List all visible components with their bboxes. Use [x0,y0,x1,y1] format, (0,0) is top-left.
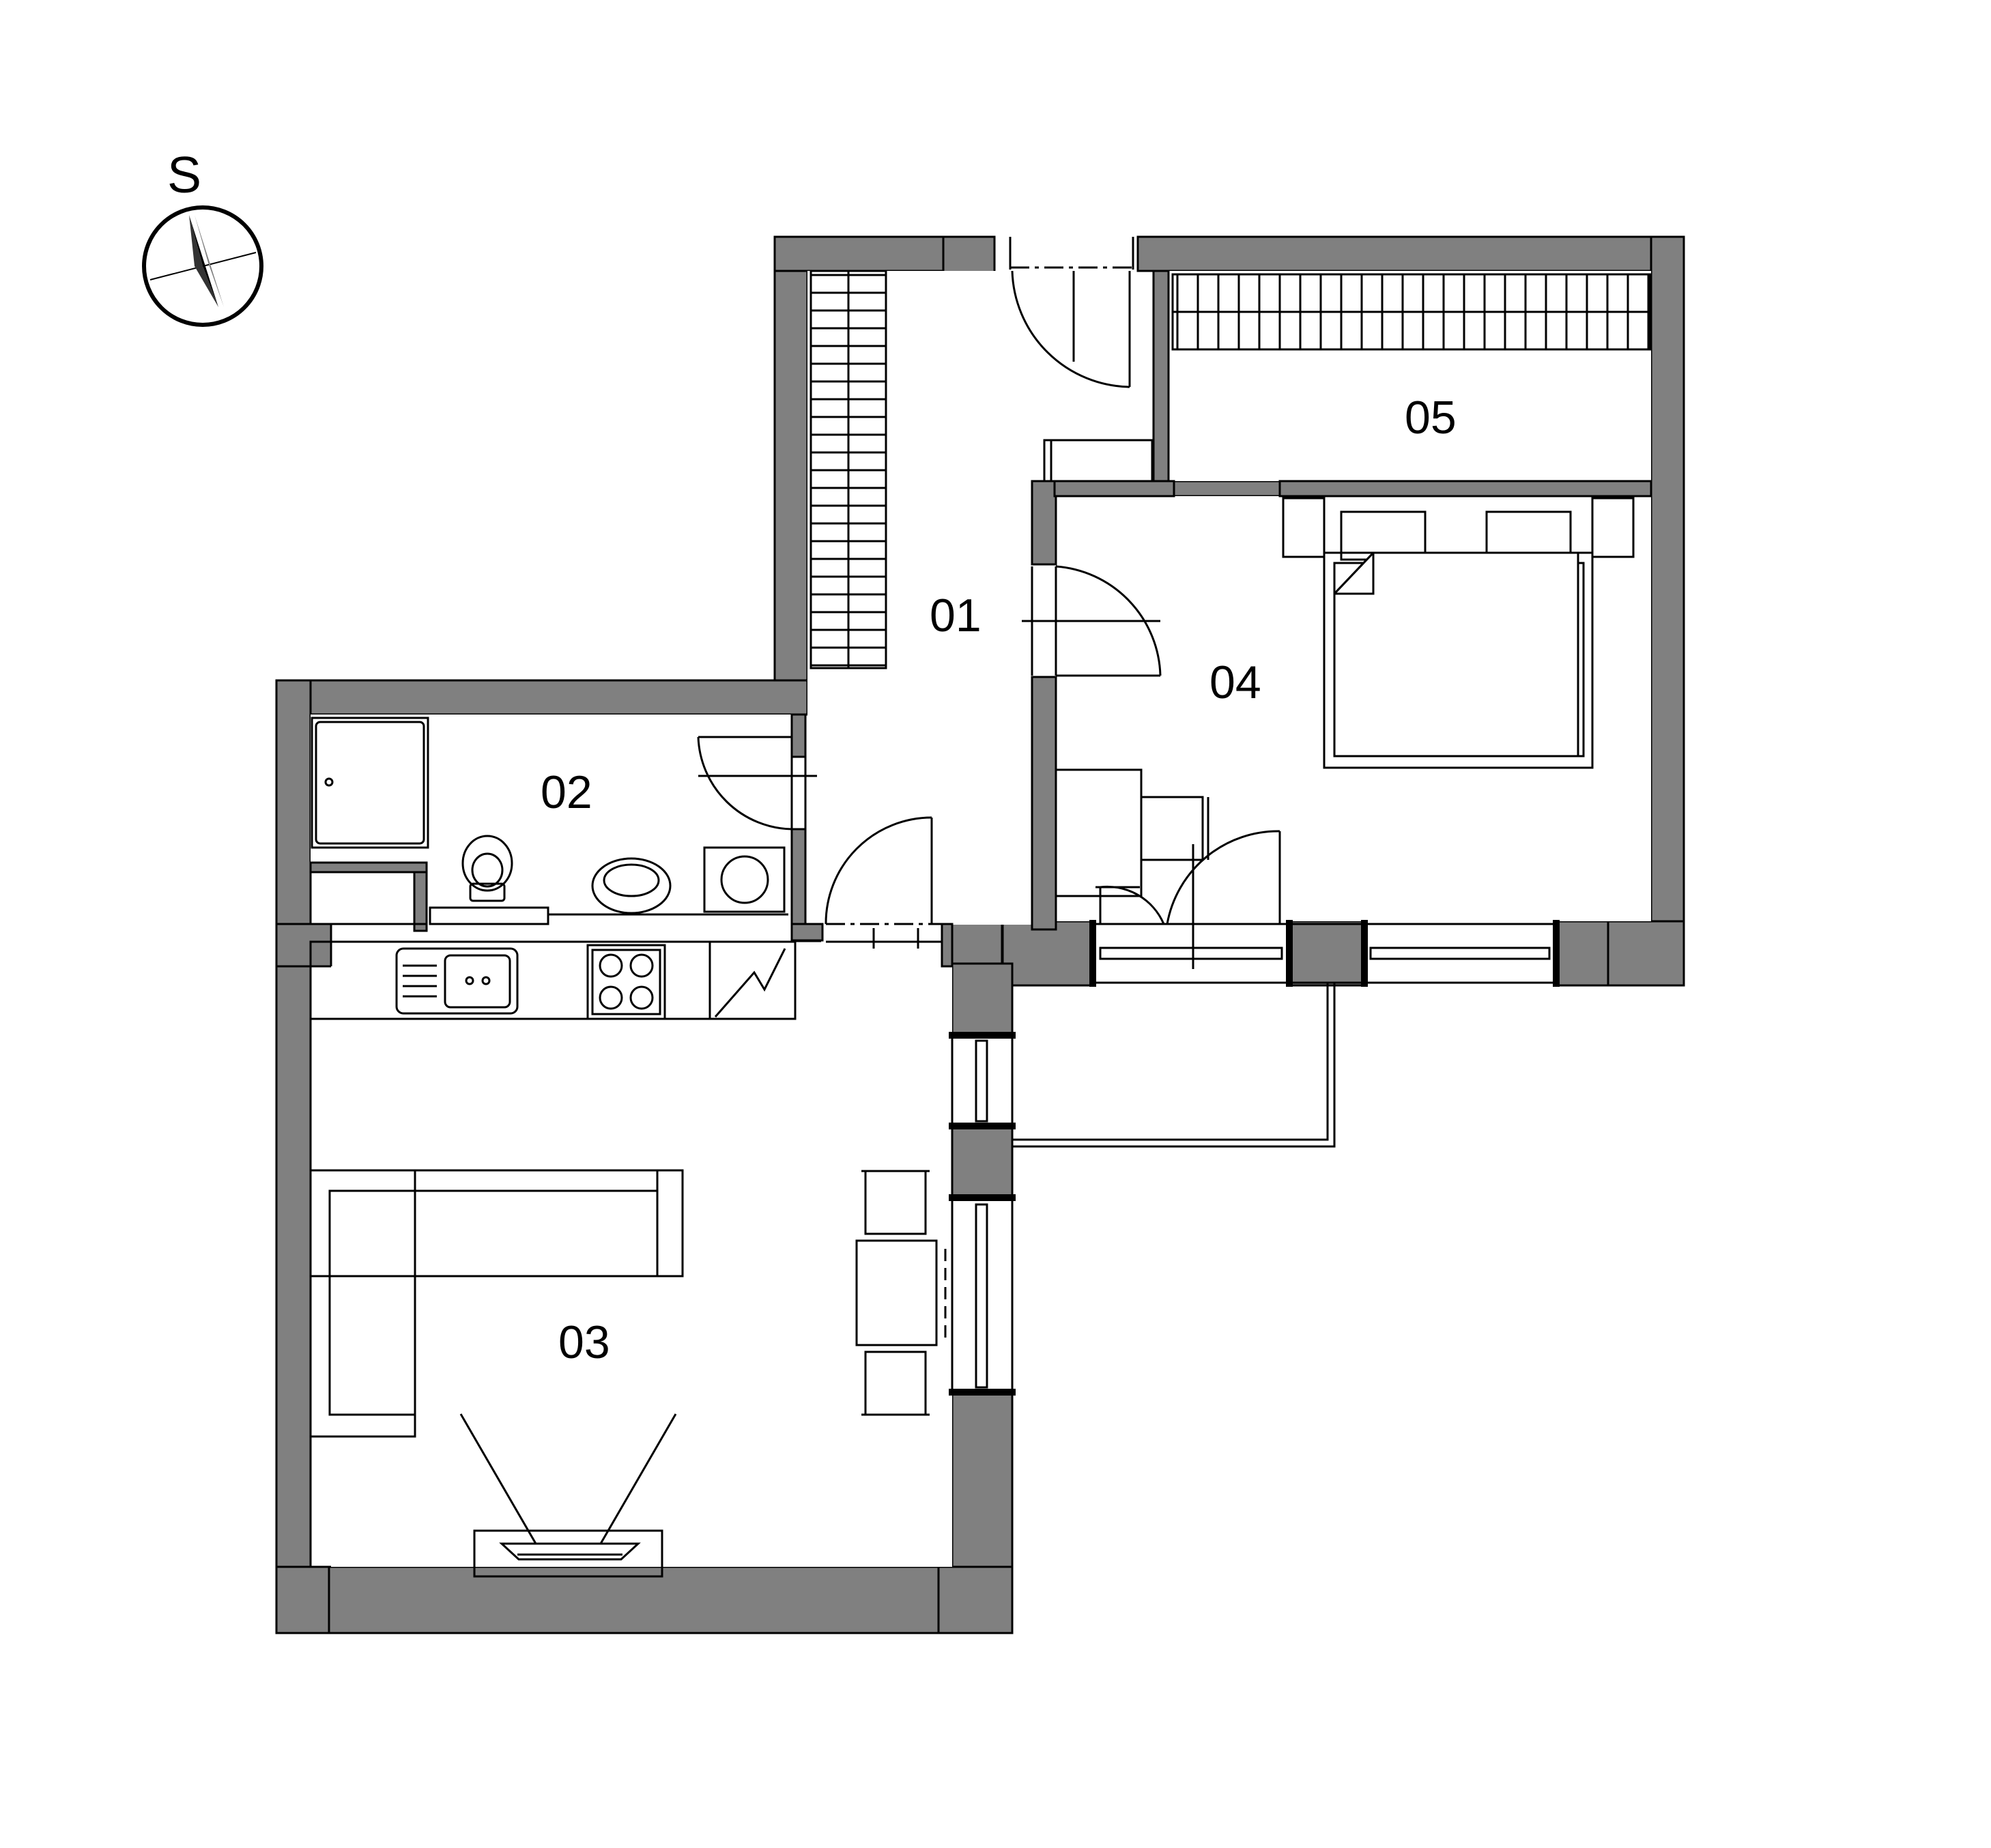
balcony-outline [1012,983,1336,1148]
room-label-01: 01 [930,590,982,641]
toilet [461,835,513,892]
room-labels: 01 02 03 04 05 [541,392,1457,1368]
windows [949,920,1560,1396]
compass-needle-dark [189,215,218,307]
compass-needle-light [195,215,224,307]
room-label-02: 02 [541,766,592,818]
cooktop [586,944,666,1020]
tv-stand [473,1529,663,1578]
room-label-05: 05 [1405,392,1457,444]
washing-machine [703,846,786,913]
compass-circle [142,205,263,327]
dining-table [855,1239,938,1346]
room-label-04: 04 [1209,656,1261,708]
shower-tray [311,717,429,849]
doors [697,237,1281,969]
inner-walls [309,270,1652,968]
balcony-outline-inner [1012,983,1329,1141]
wash-basin [591,857,672,914]
floors [311,271,1651,1567]
furniture [309,270,1652,1578]
compass-label: S [167,146,201,203]
compass: S [142,146,263,327]
kitchen-sink [395,947,519,1015]
room-label-03: 03 [558,1316,610,1368]
